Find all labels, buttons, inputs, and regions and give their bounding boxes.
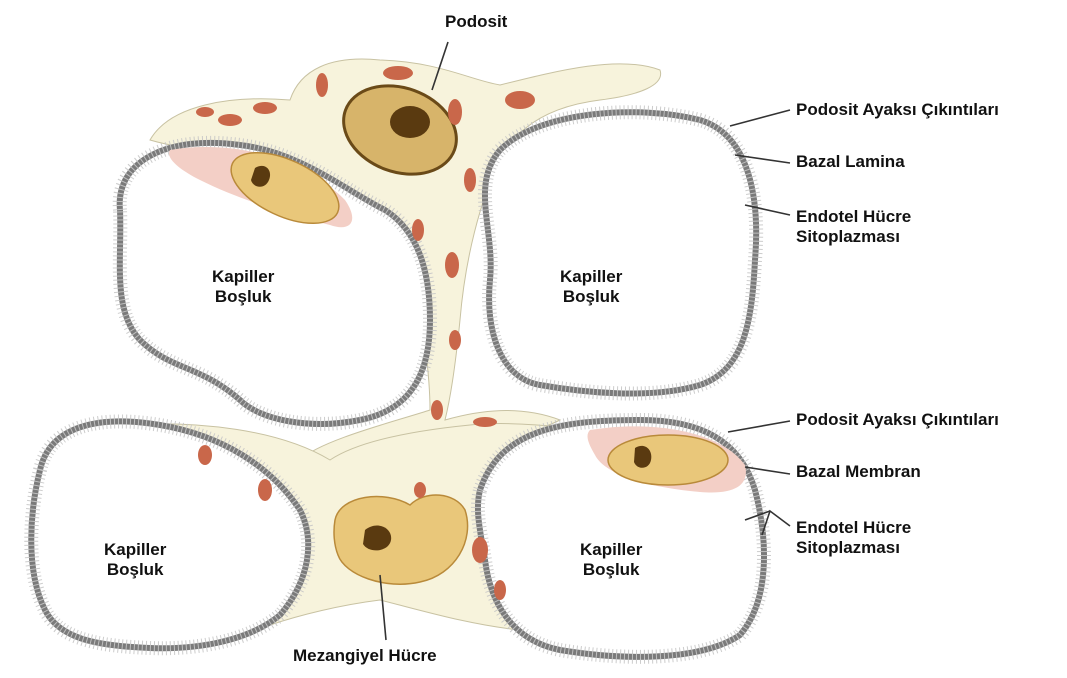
label-lumen-bottom-right-line2: Boşluk (580, 560, 642, 580)
label-top-endothel-line1: Endotel Hücre (796, 207, 911, 227)
label-top-foot-processes: Podosit Ayaksı Çıkıntıları (796, 100, 999, 120)
capillary-bottom-right (478, 420, 764, 657)
label-bottom-endothel: Endotel Hücre Sitoplazması (796, 518, 911, 558)
capillary-top-right (485, 112, 756, 393)
label-top-endothel: Endotel Hücre Sitoplazması (796, 207, 911, 247)
label-basal-lamina: Bazal Lamina (796, 152, 905, 172)
label-lumen-bottom-left-line1: Kapiller (104, 540, 166, 560)
capillary-top-right-wall (485, 112, 756, 393)
label-lumen-bottom-left: Kapiller Boşluk (104, 540, 166, 580)
label-mesangial-cell: Mezangiyel Hücre (293, 646, 437, 666)
label-lumen-top-right: Kapiller Boşluk (560, 267, 622, 307)
label-lumen-top-right-line1: Kapiller (560, 267, 622, 287)
label-podocyte: Podosit (445, 12, 507, 32)
label-lumen-top-left: Kapiller Boşluk (212, 267, 274, 307)
label-bottom-foot-processes: Podosit Ayaksı Çıkıntıları (796, 410, 999, 430)
label-lumen-top-left-line2: Boşluk (212, 287, 274, 307)
label-lumen-top-right-line2: Boşluk (560, 287, 622, 307)
endothelial-nucleus-bottom-right (608, 435, 728, 485)
label-bottom-endothel-line1: Endotel Hücre (796, 518, 911, 538)
label-lumen-bottom-right-line1: Kapiller (580, 540, 642, 560)
label-top-endothel-line2: Sitoplazması (796, 227, 911, 247)
label-bottom-endothel-line2: Sitoplazması (796, 538, 911, 558)
label-lumen-bottom-left-line2: Boşluk (104, 560, 166, 580)
label-basal-membrane: Bazal Membran (796, 462, 921, 482)
label-lumen-top-left-line1: Kapiller (212, 267, 274, 287)
label-lumen-bottom-right: Kapiller Boşluk (580, 540, 642, 580)
